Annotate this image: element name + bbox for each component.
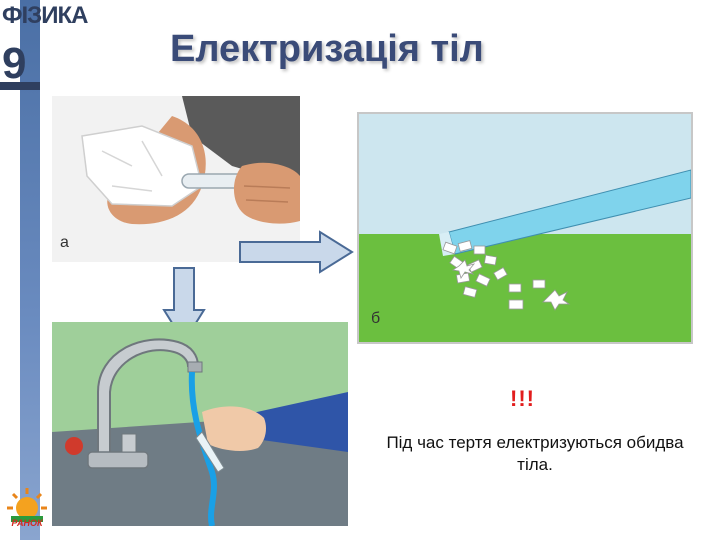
attraction-illustration xyxy=(359,114,691,342)
water-stream-illustration xyxy=(52,322,348,526)
panel-b-illustration: б xyxy=(357,112,693,344)
brand-logo: ФІЗИКА xyxy=(2,2,88,29)
panel-c-illustration xyxy=(52,322,348,526)
exclamation-marks: !!! xyxy=(510,386,535,411)
page-title: Електризація тіл xyxy=(170,28,484,70)
arrow-right-icon xyxy=(239,230,354,274)
panel-b-letter: б xyxy=(371,310,381,327)
panel-a-letter: а xyxy=(60,234,69,251)
panel-a-illustration: а xyxy=(52,96,301,262)
publisher-name: РАНОК xyxy=(11,518,43,528)
sidebar: ФІЗИКА 9 xyxy=(0,0,88,540)
grade-underline xyxy=(0,82,40,90)
publisher-logo-icon xyxy=(7,488,47,522)
caption-text: Під час тертя електризуються обидва тіла… xyxy=(386,433,684,474)
rubbing-rod-illustration xyxy=(52,96,301,262)
sidebar-strip xyxy=(20,0,40,540)
grade-number: 9 xyxy=(2,39,27,88)
